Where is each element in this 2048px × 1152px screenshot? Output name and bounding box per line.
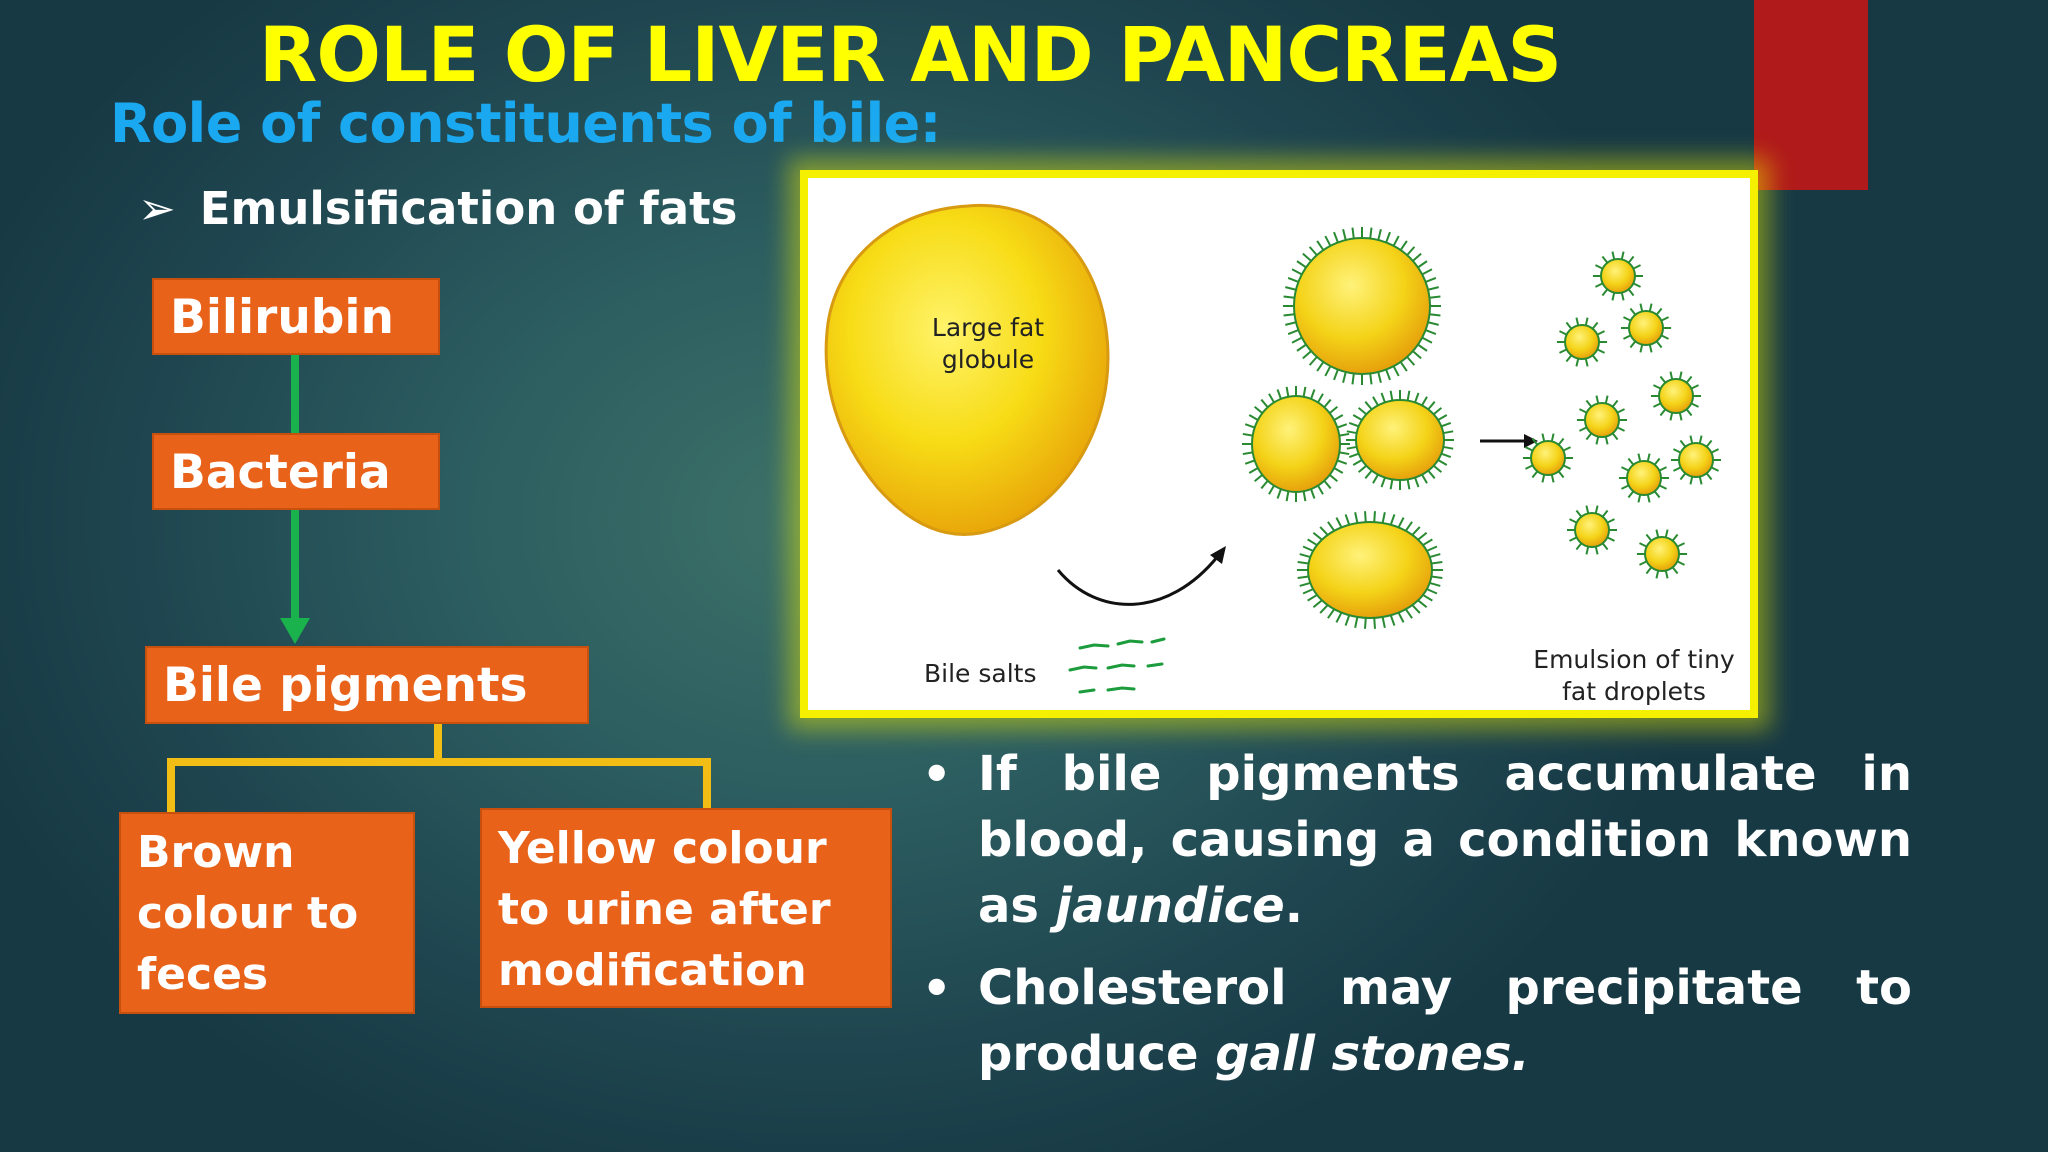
coated-droplet: [1242, 386, 1350, 502]
flow-box-line: modification: [498, 940, 890, 1001]
green-connector-line: [291, 510, 299, 622]
flow-box-bilirubin: Bilirubin: [152, 278, 440, 355]
flow-box-line: feces: [137, 944, 413, 1005]
branch-connector-bar: [167, 758, 711, 766]
coated-droplet: [1297, 511, 1443, 629]
green-connector-line: [291, 355, 299, 433]
flow-box-line: to urine after: [498, 879, 890, 940]
flow-box-bile-pigments: Bile pigments: [145, 646, 589, 724]
branch-connector-right: [703, 758, 711, 808]
curved-arrow: [1058, 556, 1218, 604]
bullet-emulsification: ➢ Emulsification of fats: [138, 182, 737, 235]
tiny-fat-droplets: [1523, 252, 1721, 579]
branch-connector-left: [167, 758, 175, 812]
large-fat-label-line2: globule: [942, 345, 1034, 374]
straight-arrow: [1480, 434, 1538, 448]
bullet-gall-stones: •Cholesterol may precipitate to produce …: [918, 955, 1912, 1087]
branch-connector-stem: [434, 724, 442, 762]
tiny-droplet: [1651, 372, 1701, 421]
bullet-jaundice: •If bile pigments accumulate in blood, c…: [918, 741, 1912, 939]
tiny-droplet: [1593, 252, 1643, 301]
bullet-dot-icon: •: [922, 741, 951, 807]
tiny-droplet: [1567, 506, 1617, 555]
slide-title: ROLE OF LIVER AND PANCREAS: [200, 10, 1620, 99]
tiny-droplet: [1637, 530, 1687, 579]
emulsion-label-line2: fat droplets: [1562, 677, 1706, 706]
tiny-droplet: [1557, 318, 1607, 367]
bullet-text-end: .: [1285, 878, 1303, 934]
emulsification-diagram-svg: Large fat globule Bile salts Emulsion of…: [808, 178, 1750, 710]
large-fat-label-line1: Large fat: [932, 313, 1044, 342]
bile-salt-molecules: [1070, 639, 1164, 692]
flow-box-line: Brown: [137, 822, 413, 883]
arrow-bullet-icon: ➢: [138, 182, 176, 235]
green-arrowhead-icon: [280, 618, 310, 644]
bullet-emulsification-text: Emulsification of fats: [200, 182, 738, 235]
flow-box-line: Yellow colour: [498, 818, 890, 879]
tiny-droplet: [1619, 454, 1669, 503]
bullet-emphasis: gall stones.: [1215, 1026, 1529, 1082]
coated-droplet: [1346, 390, 1454, 490]
tiny-droplet: [1671, 436, 1721, 485]
emulsion-label-line1: Emulsion of tiny: [1533, 645, 1735, 674]
tiny-droplet: [1577, 396, 1627, 445]
tiny-droplet: [1621, 304, 1671, 353]
bullet-emphasis: jaundice: [1056, 878, 1285, 934]
bile-salts-label: Bile salts: [924, 659, 1037, 688]
coated-fat-droplets: [1242, 227, 1454, 629]
bullet-dot-icon: •: [922, 955, 951, 1021]
emulsification-illustration: Large fat globule Bile salts Emulsion of…: [800, 170, 1758, 718]
slide-subtitle: Role of constituents of bile:: [110, 92, 941, 155]
flow-box-line: colour to: [137, 883, 413, 944]
flow-box-yellow-urine: Yellow colour to urine after modificatio…: [480, 808, 892, 1008]
red-accent-tab: [1754, 0, 1868, 190]
flow-box-bacteria: Bacteria: [152, 433, 440, 510]
coated-droplet: [1283, 227, 1441, 385]
flow-box-brown-feces: Brown colour to feces: [119, 812, 415, 1014]
